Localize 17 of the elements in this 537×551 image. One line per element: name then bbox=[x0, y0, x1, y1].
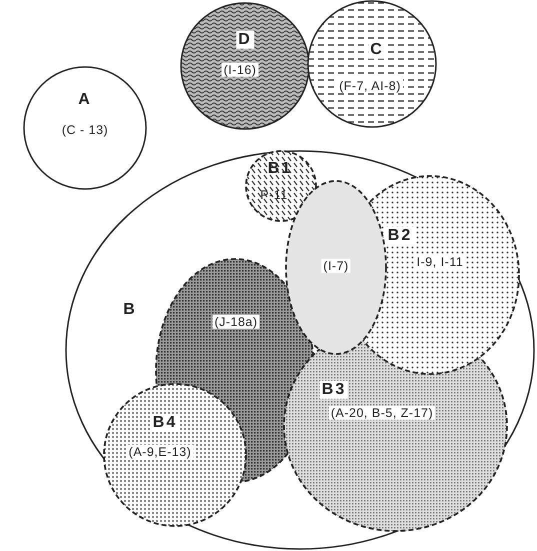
set-name: D bbox=[236, 30, 254, 50]
set-name: B2 bbox=[386, 226, 414, 246]
set-label: P-11 bbox=[259, 188, 289, 202]
set-name: B1 bbox=[266, 160, 294, 178]
set-label: (A-9,E-13) bbox=[126, 444, 194, 460]
set-name: A bbox=[77, 90, 93, 110]
set-label: (C - 13) bbox=[60, 122, 110, 138]
set-label: (F-7, AI-8) bbox=[337, 78, 403, 94]
set-label: (A-20, B-5, Z-17) bbox=[328, 406, 436, 420]
set-name: B bbox=[122, 300, 138, 320]
set-name: C bbox=[368, 40, 386, 60]
set-label: (J-18a) bbox=[212, 314, 260, 330]
set-label: I-9, I-11 bbox=[414, 254, 466, 270]
set-name: B3 bbox=[320, 380, 348, 400]
set-label: (I-7) bbox=[321, 258, 351, 274]
set-label: (I-16) bbox=[222, 62, 258, 78]
set-name: B4 bbox=[150, 414, 180, 432]
